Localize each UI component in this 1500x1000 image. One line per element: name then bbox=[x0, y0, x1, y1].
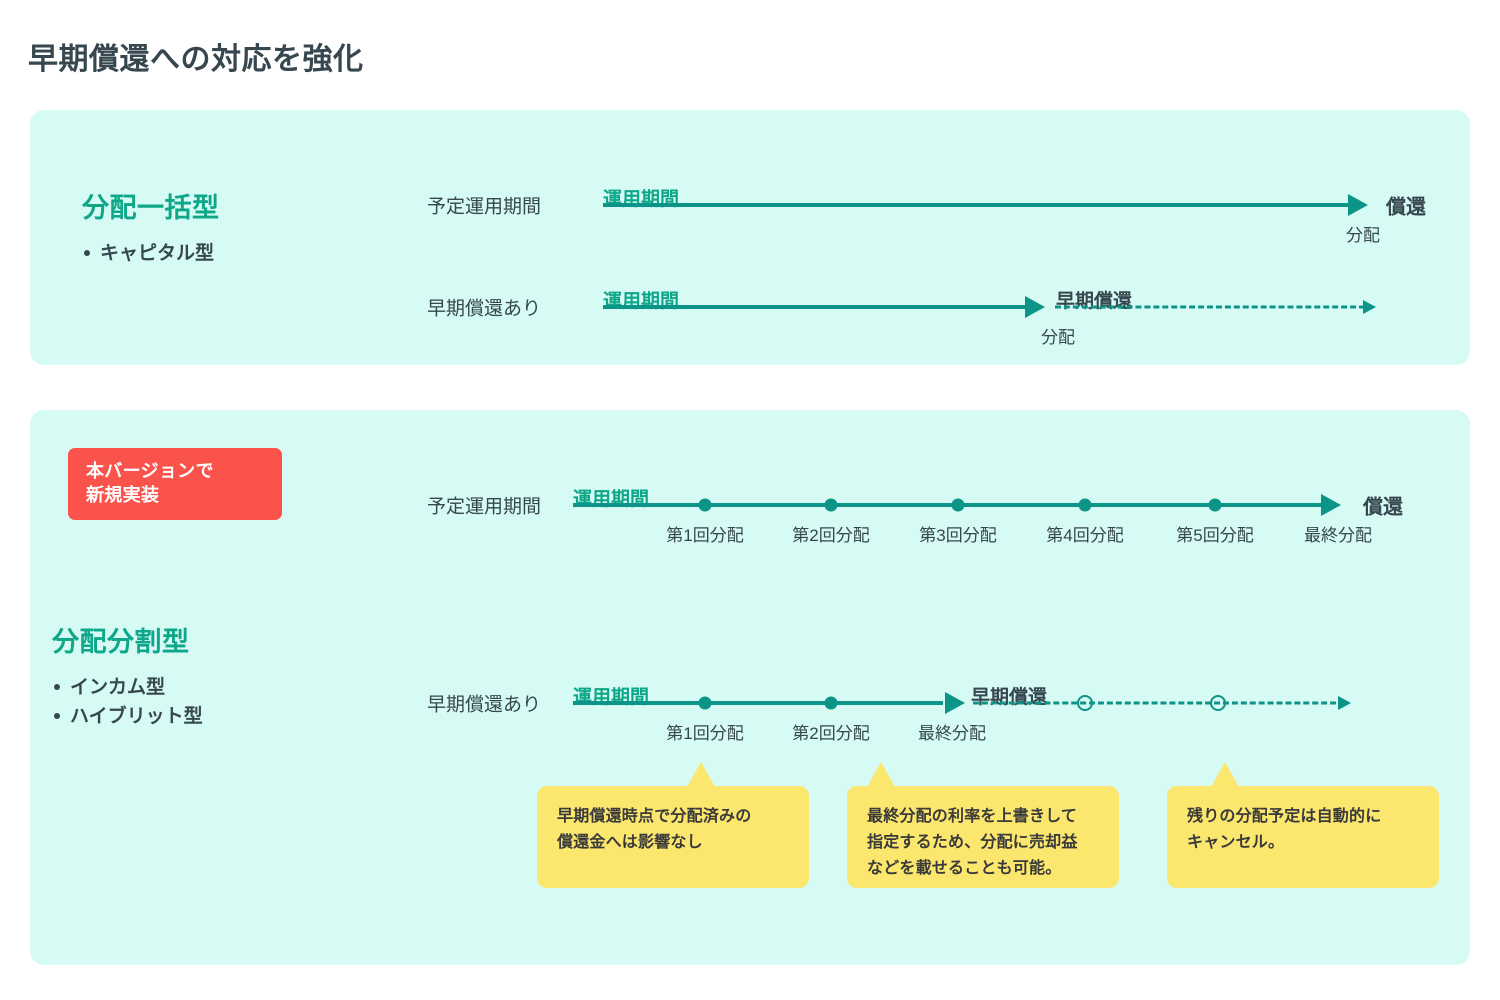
tick-label: 第3回分配 bbox=[919, 526, 997, 545]
callout-distributed: 早期償還時点で分配済みの 償還金へは影響なし bbox=[537, 762, 809, 888]
page-title: 早期償還への対応を強化 bbox=[28, 43, 364, 76]
callout-line: キャンセル。 bbox=[1187, 833, 1285, 851]
tick-label: 第2回分配 bbox=[792, 724, 870, 743]
timeline-row-split-early-redemption: 早期償還あり 運用期間 早期償還 第1回分配 第2回分配 最終分配 bbox=[427, 678, 1373, 743]
arrow-head-small-icon bbox=[1338, 696, 1351, 710]
tick-label: 第1回分配 bbox=[666, 724, 744, 743]
arrow-head-icon bbox=[1025, 296, 1045, 318]
tick-label: 第1回分配 bbox=[666, 526, 744, 545]
phase-label-early-redemption: 早期償還 bbox=[1056, 291, 1133, 312]
axis-line-dashed bbox=[1055, 305, 1365, 309]
callout-auto-cancel: 残りの分配予定は自動的に キャンセル。 bbox=[1167, 762, 1439, 888]
row-label: 予定運用期間 bbox=[426, 196, 541, 218]
category-split: 分配分割型 インカム型 ハイブリット型 bbox=[52, 620, 203, 732]
end-label-redemption: 償還 bbox=[1386, 196, 1426, 219]
category-item-list: キャピタル型 bbox=[82, 239, 220, 268]
tick-label: 第5回分配 bbox=[1176, 526, 1254, 545]
distribution-dot bbox=[824, 696, 838, 710]
axis-line-solid bbox=[603, 305, 1038, 309]
arrow-head-icon bbox=[945, 692, 965, 714]
callout-line: 指定するため、分配に売却益 bbox=[867, 833, 1078, 851]
callout-line: 残りの分配予定は自動的に bbox=[1187, 808, 1382, 825]
callout-line: などを載せることも可能。 bbox=[867, 859, 1062, 877]
tick-label-distribution: 分配 bbox=[1346, 226, 1380, 245]
status-badge-new-in-version: 本バージョンで 新規実装 bbox=[68, 448, 282, 520]
tick-label: 第4回分配 bbox=[1046, 526, 1124, 545]
distribution-dot bbox=[1208, 498, 1222, 512]
tick-label: 第2回分配 bbox=[792, 526, 870, 545]
end-label-redemption: 償還 bbox=[1363, 496, 1403, 519]
badge-line-1: 本バージョンで bbox=[86, 461, 214, 481]
axis-line-solid bbox=[573, 701, 943, 705]
category-title: 分配一括型 bbox=[82, 193, 220, 223]
badge-line-2: 新規実装 bbox=[86, 485, 160, 506]
distribution-dot bbox=[824, 498, 838, 512]
tick-label-final: 最終分配 bbox=[1304, 526, 1372, 545]
row-label: 早期償還あり bbox=[426, 298, 541, 320]
tick-label-distribution: 分配 bbox=[1041, 328, 1075, 347]
row-label: 予定運用期間 bbox=[426, 496, 541, 518]
timeline-row-split-planned-period: 予定運用期間 運用期間 償還 第1回分配 第2回分配 第3回分配 第4回分配 第… bbox=[427, 480, 1403, 545]
cancelled-distribution-dot bbox=[1210, 695, 1226, 711]
callout-final-rate: 最終分配の利率を上書きして 指定するため、分配に売却益 などを載せることも可能。 bbox=[847, 762, 1119, 888]
distribution-dot bbox=[698, 498, 712, 512]
cancelled-distribution-dot bbox=[1077, 695, 1093, 711]
arrow-head-icon bbox=[1348, 194, 1368, 216]
category-title: 分配分割型 bbox=[52, 627, 190, 657]
row-label: 早期償還あり bbox=[426, 694, 541, 716]
axis-line bbox=[603, 203, 1363, 207]
tick-label-final: 最終分配 bbox=[918, 724, 986, 743]
arrow-head-small-icon bbox=[1363, 300, 1376, 314]
distribution-dot bbox=[1078, 498, 1092, 512]
list-item: キャピタル型 bbox=[82, 239, 220, 268]
timeline-row-planned-period: 予定運用期間 運用期間 償還 分配 bbox=[427, 180, 1426, 245]
category-item-list: インカム型 ハイブリット型 bbox=[52, 673, 203, 732]
callout-line: 償還金へは影響なし bbox=[557, 833, 703, 851]
panel-lump-sum: 分配一括型 キャピタル型 予定運用期間 運用期間 償還 分配 早期償還あり 運用… bbox=[30, 110, 1470, 365]
timeline-row-early-redemption: 早期償還あり 運用期間 早期償還 分配 bbox=[427, 282, 1376, 347]
list-item: ハイブリット型 bbox=[52, 702, 203, 731]
distribution-dot bbox=[698, 696, 712, 710]
list-item: インカム型 bbox=[52, 673, 203, 702]
arrow-head-icon bbox=[1321, 494, 1341, 516]
callout-line: 最終分配の利率を上書きして bbox=[867, 808, 1078, 825]
category-lump-sum: 分配一括型 キャピタル型 bbox=[82, 186, 220, 268]
phase-label-early-redemption: 早期償還 bbox=[971, 687, 1048, 708]
callout-line: 早期償還時点で分配済みの bbox=[557, 808, 752, 825]
distribution-dot bbox=[951, 498, 965, 512]
axis-line-dashed bbox=[973, 701, 1345, 705]
